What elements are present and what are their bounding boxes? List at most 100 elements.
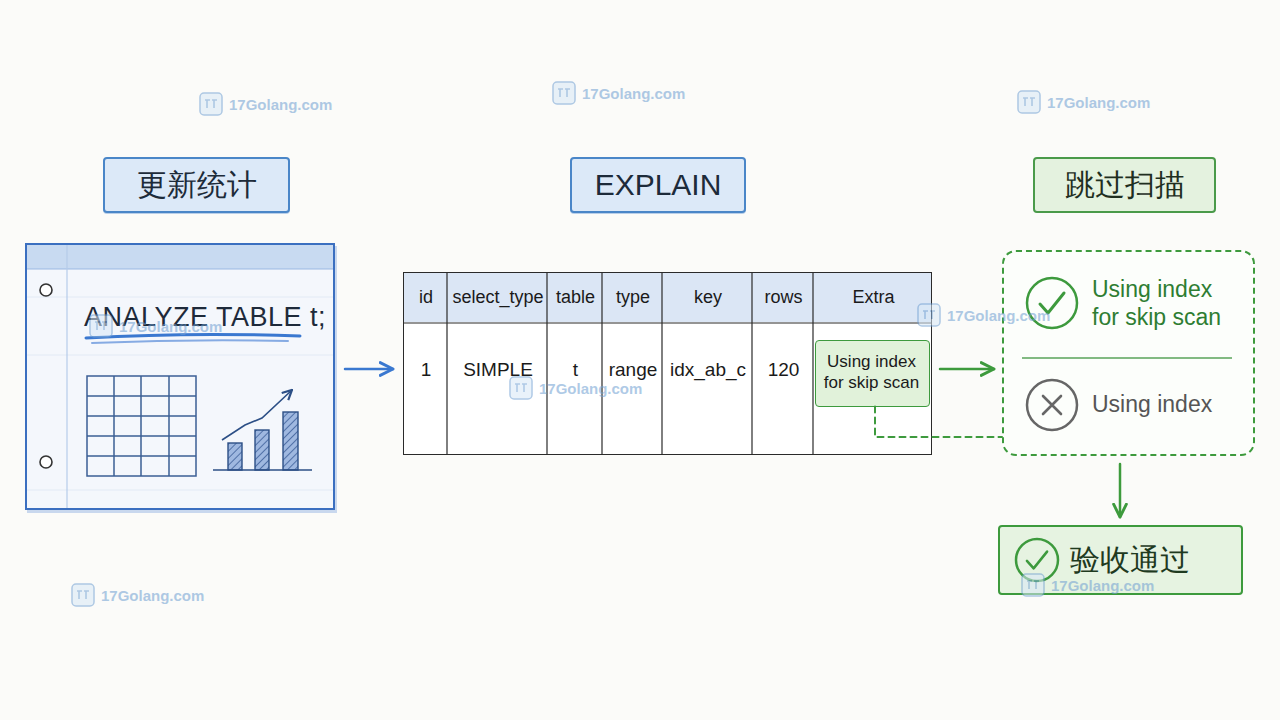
grid-icon xyxy=(87,415,196,417)
table-cell: t xyxy=(548,324,603,416)
table-grid xyxy=(661,272,662,455)
notebook-decor xyxy=(40,284,52,296)
bar-chart-icon xyxy=(213,390,312,470)
check-mark xyxy=(1040,293,1064,313)
watermark-icon-frame xyxy=(200,93,222,115)
watermark-text: 17Golang.com xyxy=(947,307,1050,324)
result-group: Using index for skip scanUsing index xyxy=(1002,250,1255,456)
bar-chart-icon xyxy=(213,469,312,471)
table-cell: 120 xyxy=(753,324,814,416)
notebook-decor xyxy=(66,245,67,508)
watermark-icon-frame xyxy=(918,304,940,326)
node-label: Using index for skip scan xyxy=(816,341,928,405)
watermark-icon-mark xyxy=(205,100,217,108)
watermark-text: 17Golang.com xyxy=(1051,577,1154,594)
node-label: 跳过扫描 xyxy=(1035,159,1214,211)
node-label: 更新统计 xyxy=(105,159,288,211)
bar-chart-icon xyxy=(255,430,269,470)
notebook-decor xyxy=(27,245,333,269)
flow-arrow xyxy=(345,368,393,371)
watermark-icon xyxy=(1020,572,1046,598)
watermark-icon xyxy=(70,582,96,608)
watermark-icon-frame xyxy=(90,315,112,337)
watermark: 17Golang.com xyxy=(88,313,222,339)
table-grid xyxy=(546,272,547,455)
icon-mark xyxy=(1040,293,1064,313)
icon-ring xyxy=(1016,539,1058,581)
group-separator xyxy=(1022,358,1232,359)
stage-title: EXPLAIN xyxy=(570,157,746,213)
watermark-icon-mark xyxy=(515,384,527,392)
rejected-item: Using index xyxy=(1012,370,1247,440)
grid-icon xyxy=(87,395,196,397)
icon-mark xyxy=(1043,396,1061,414)
notebook-decor xyxy=(92,340,288,343)
watermark-icon-frame xyxy=(510,377,532,399)
highlight-cell: Using index for skip scan xyxy=(815,340,930,407)
watermark: 17Golang.com xyxy=(70,582,204,608)
grid-icon xyxy=(87,455,196,457)
command-note: ANALYZE TABLE t; xyxy=(25,243,335,510)
notebook-decor xyxy=(40,456,52,468)
grid-icon xyxy=(87,376,196,476)
node-label: 验收通过 xyxy=(1070,527,1235,593)
bar-chart-icon xyxy=(222,390,292,440)
stage-title: 更新统计 xyxy=(103,157,290,213)
check-mark xyxy=(1027,552,1047,569)
watermark-icon-frame xyxy=(1022,574,1044,596)
watermark: 17Golang.com xyxy=(1016,89,1150,115)
accepted-item: Using index for skip scan xyxy=(1012,262,1247,347)
table-cell: type xyxy=(603,273,663,323)
table-cell: key xyxy=(663,273,753,323)
watermark: 17Golang.com xyxy=(198,91,332,117)
watermark-icon-mark xyxy=(1027,581,1039,589)
table-cell: Extra xyxy=(814,273,933,323)
table-grid xyxy=(403,322,932,323)
watermark-text: 17Golang.com xyxy=(1047,94,1150,111)
watermark-icon-frame xyxy=(72,584,94,606)
table-cell: table xyxy=(548,273,603,323)
watermark-icon xyxy=(1016,89,1042,115)
watermark-icon-mark xyxy=(558,89,570,97)
node-label: ANALYZE TABLE t; xyxy=(84,297,334,337)
watermark-icon xyxy=(508,375,534,401)
watermark-text: 17Golang.com xyxy=(229,96,332,113)
watermark-text: 17Golang.com xyxy=(539,380,642,397)
table-grid xyxy=(446,272,447,455)
watermark-icon-mark xyxy=(1023,98,1035,106)
group-separator xyxy=(1022,357,1232,359)
notebook-decor xyxy=(27,245,333,508)
watermark: 17Golang.com xyxy=(1020,572,1154,598)
flow-arrow xyxy=(1119,464,1122,517)
watermark-icon-mark xyxy=(95,322,107,330)
grid-icon xyxy=(168,376,170,476)
table-cell: range xyxy=(603,324,663,416)
node-label: Using index for skip scan xyxy=(1092,266,1244,342)
flow-arrow xyxy=(940,368,994,371)
watermark: 17Golang.com xyxy=(916,302,1050,328)
grid-icon xyxy=(113,376,115,476)
result-box: 验收通过 xyxy=(998,525,1243,595)
explain-table: idselect_typetabletypekeyrowsExtra1SIMPL… xyxy=(403,272,932,455)
table-grid xyxy=(403,272,932,455)
watermark-icon xyxy=(916,302,942,328)
table-cell: idx_ab_c xyxy=(663,324,753,416)
table-cell: SIMPLE xyxy=(448,324,548,416)
watermark-text: 17Golang.com xyxy=(582,85,685,102)
watermark-text: 17Golang.com xyxy=(101,587,204,604)
watermark-icon-frame xyxy=(1018,91,1040,113)
table-grid xyxy=(812,272,813,455)
grid-icon xyxy=(87,376,196,476)
node-label: EXPLAIN xyxy=(572,159,744,211)
table-cell: id xyxy=(404,273,448,323)
notebook-decor xyxy=(27,269,333,270)
cross-mark xyxy=(1043,396,1061,414)
leader-line xyxy=(875,407,1002,438)
bar-chart-icon xyxy=(228,443,242,470)
node-label: Using index xyxy=(1092,370,1244,440)
icon-ring xyxy=(1027,380,1077,430)
notebook-decor xyxy=(86,334,300,338)
